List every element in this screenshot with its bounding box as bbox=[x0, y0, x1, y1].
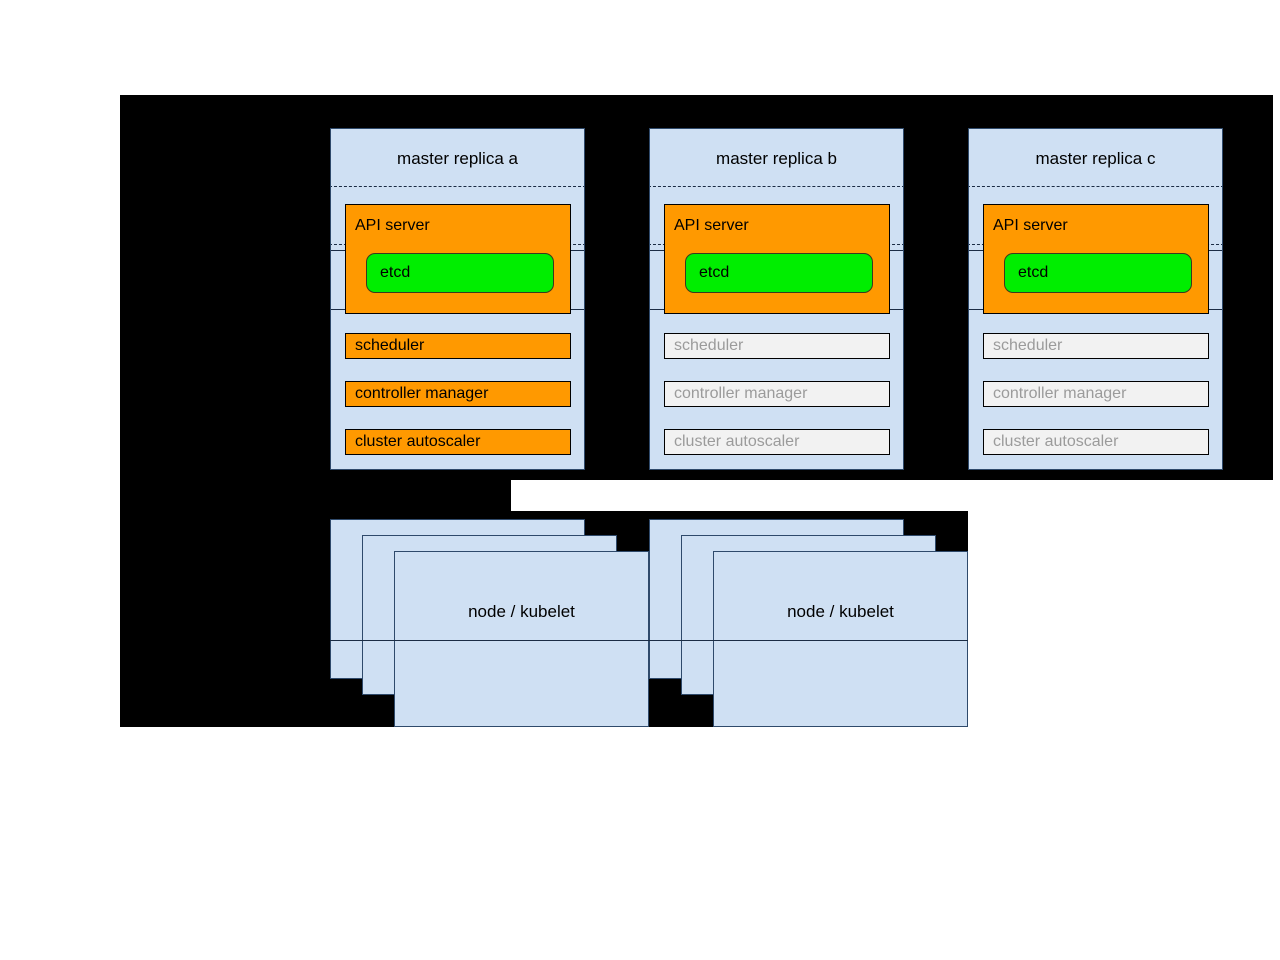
lane-divider-top bbox=[650, 186, 903, 187]
master-replica-b-title: master replica b bbox=[716, 149, 837, 168]
api-server-label: API server bbox=[355, 217, 430, 234]
controller-manager-box-a[interactable]: controller manager bbox=[345, 381, 571, 407]
master-replica-b[interactable]: master replica b API server etcd schedul… bbox=[649, 128, 904, 470]
controller-manager-label: controller manager bbox=[355, 385, 489, 402]
cluster-autoscaler-label: cluster autoscaler bbox=[355, 433, 481, 450]
lane-divider-top bbox=[969, 186, 1222, 187]
etcd-box-c[interactable]: etcd bbox=[1004, 253, 1192, 293]
node-stack-2-front[interactable]: node / kubelet bbox=[713, 551, 968, 727]
cluster-autoscaler-box-c[interactable]: cluster autoscaler bbox=[983, 429, 1209, 455]
api-server-block-a[interactable]: API server etcd bbox=[345, 204, 571, 314]
etcd-box-b[interactable]: etcd bbox=[685, 253, 873, 293]
controller-manager-box-b[interactable]: controller manager bbox=[664, 381, 890, 407]
node-area-rule-2 bbox=[649, 640, 968, 641]
etcd-label: etcd bbox=[380, 264, 411, 281]
master-replica-c-title: master replica c bbox=[1035, 149, 1156, 168]
api-server-label: API server bbox=[993, 217, 1068, 234]
controller-manager-label: controller manager bbox=[993, 385, 1127, 402]
node-area-rule-1 bbox=[330, 640, 649, 641]
cluster-autoscaler-label: cluster autoscaler bbox=[993, 433, 1119, 450]
controller-manager-box-c[interactable]: controller manager bbox=[983, 381, 1209, 407]
scheduler-label: scheduler bbox=[993, 337, 1063, 354]
etcd-box-a[interactable]: etcd bbox=[366, 253, 554, 293]
scheduler-box-b[interactable]: scheduler bbox=[664, 333, 890, 359]
cluster-autoscaler-box-b[interactable]: cluster autoscaler bbox=[664, 429, 890, 455]
node-kubelet-label-2: node / kubelet bbox=[787, 602, 894, 621]
api-server-label: API server bbox=[674, 217, 749, 234]
scheduler-box-c[interactable]: scheduler bbox=[983, 333, 1209, 359]
lane-divider-top bbox=[331, 186, 584, 187]
scheduler-box-a[interactable]: scheduler bbox=[345, 333, 571, 359]
api-server-block-c[interactable]: API server etcd bbox=[983, 204, 1209, 314]
cluster-autoscaler-label: cluster autoscaler bbox=[674, 433, 800, 450]
master-replica-a[interactable]: master replica a API server etcd schedul… bbox=[330, 128, 585, 470]
etcd-label: etcd bbox=[1018, 264, 1049, 281]
api-server-block-b[interactable]: API server etcd bbox=[664, 204, 890, 314]
etcd-label: etcd bbox=[699, 264, 730, 281]
controller-manager-label: controller manager bbox=[674, 385, 808, 402]
scheduler-label: scheduler bbox=[355, 337, 425, 354]
node-stack-1-front[interactable]: node / kubelet bbox=[394, 551, 649, 727]
backdrop-left-notch bbox=[120, 480, 511, 511]
cluster-autoscaler-box-a[interactable]: cluster autoscaler bbox=[345, 429, 571, 455]
node-kubelet-label-1: node / kubelet bbox=[468, 602, 575, 621]
master-replica-c[interactable]: master replica c API server etcd schedul… bbox=[968, 128, 1223, 470]
scheduler-label: scheduler bbox=[674, 337, 744, 354]
master-replica-a-title: master replica a bbox=[397, 149, 518, 168]
